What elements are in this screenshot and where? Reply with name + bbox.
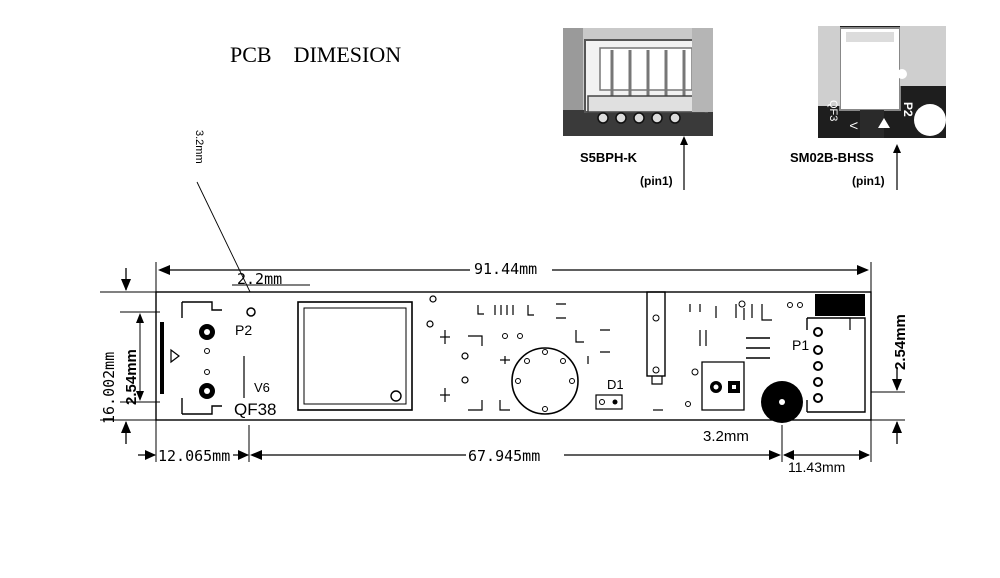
silk-label-p1: P1: [792, 337, 809, 353]
main-ic-footprint: [297, 301, 413, 411]
connector-caption-sm02b: SM02B-BHSS: [790, 150, 874, 165]
connector-photo-s5bph: [563, 28, 713, 136]
photo-silk-qf: QF3: [827, 100, 839, 121]
photo-silk-p2: P2: [901, 102, 915, 117]
connector-photo-sm02b: QF3 V P2: [818, 26, 946, 138]
connector-p2-footprint: [160, 301, 256, 415]
right-components: [689, 300, 803, 376]
dim-total-height-label: 16.002mm: [100, 352, 118, 424]
connector-p1-footprint: [806, 294, 866, 413]
round-sensor-footprint: [504, 347, 589, 415]
dim-right-pitch: [871, 368, 905, 444]
pin1-label-sm02b: (pin1): [852, 174, 885, 188]
silk-label-qf38: QF38: [234, 400, 277, 419]
hole-leader-line: [196, 181, 253, 297]
connector-caption-s5bph: S5BPH-K: [580, 150, 638, 165]
dim-left-offset-label: 12.065mm: [158, 447, 230, 465]
dim-total-height: [100, 268, 156, 444]
dim-right-offset-label: 11.43mm: [788, 459, 845, 475]
pin1-arrow-sm02b: [893, 144, 901, 190]
silk-label-d1: D1: [607, 377, 624, 392]
dim-left-offset: [138, 450, 249, 460]
silk-label-p2: P2: [235, 322, 252, 338]
diode-d1-footprint: [595, 394, 623, 410]
dim-left-pitch-label: 2.54mm: [123, 349, 140, 405]
dim-total-length-label: 91.44mm: [474, 260, 537, 278]
silk-label-v6: V6: [254, 380, 270, 395]
dim-right-offset: [783, 450, 870, 460]
dim-center-span-label: 67.945mm: [468, 447, 540, 465]
pin1-label-s5bph: (pin1): [640, 174, 673, 188]
middle-components: [426, 295, 610, 411]
pin1-arrow-s5bph: [680, 136, 688, 190]
relay-footprint: [701, 361, 745, 411]
dim-right-pitch-label: 2.54mm: [892, 314, 909, 370]
dim-hole-offset-label: 2.2mm: [237, 270, 282, 288]
dim-left-pitch: [120, 311, 160, 403]
dim-right-hole-label: 3.2mm: [703, 428, 749, 445]
hole-diameter-callout: 3.2mm: [193, 130, 205, 164]
photo-silk-v: V: [847, 122, 859, 130]
vertical-component: [646, 291, 691, 411]
drawing-title: PCB DIMESION: [230, 42, 401, 67]
